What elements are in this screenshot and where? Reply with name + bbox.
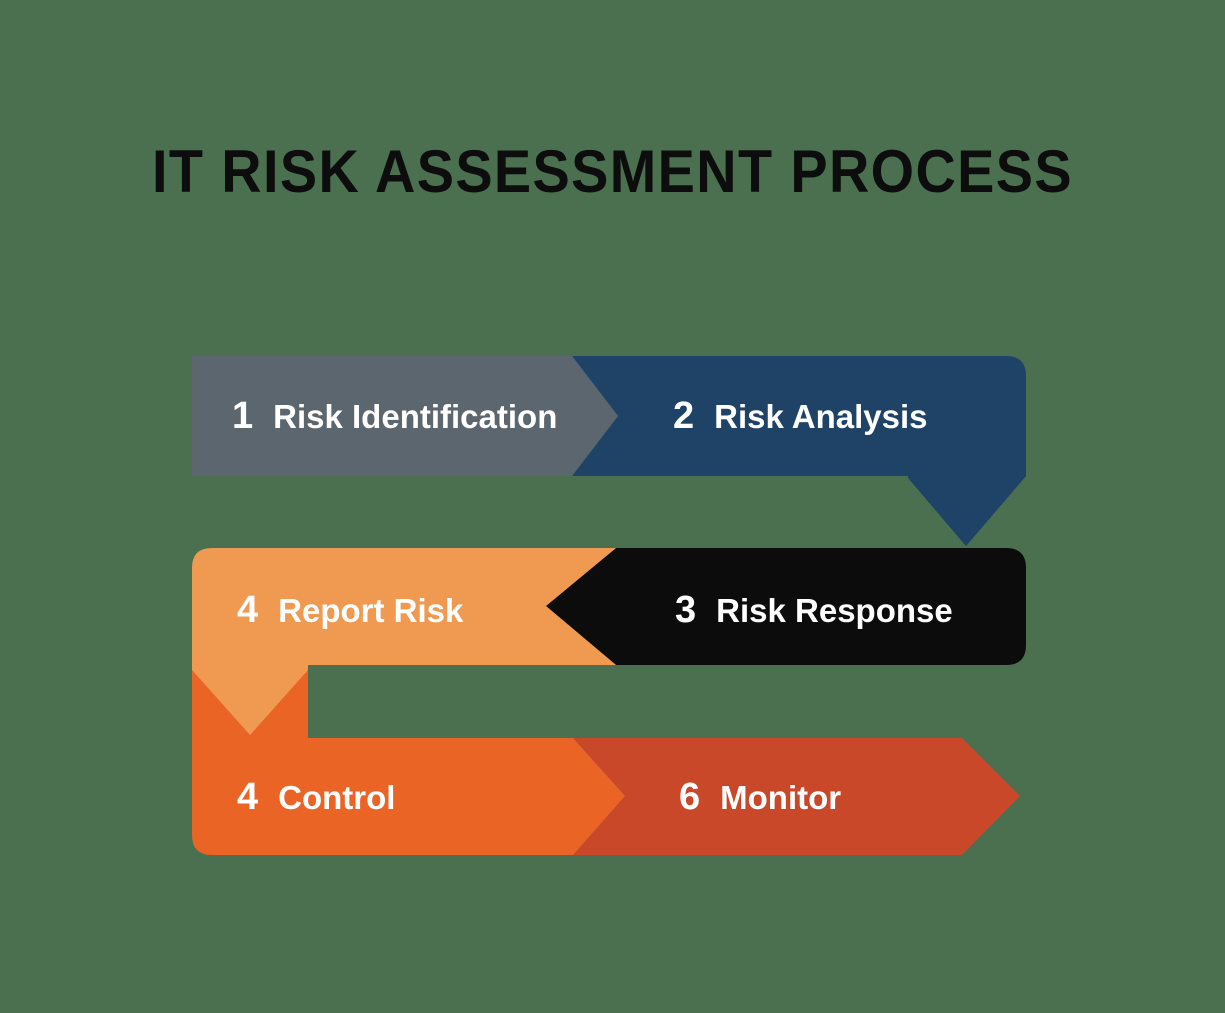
step-shape-report-risk[interactable]	[192, 548, 616, 735]
step-shape-control[interactable]	[192, 670, 625, 855]
step-shape-risk-analysis[interactable]	[572, 356, 1026, 546]
page-title: IT RISK ASSESSMENT PROCESS	[152, 138, 1073, 205]
step-arrow-risk-analysis-down	[908, 476, 1026, 546]
step-shape-risk-identification[interactable]	[192, 356, 618, 476]
step-shape-risk-response[interactable]	[546, 548, 1026, 665]
step-shape-monitor[interactable]	[573, 738, 1020, 855]
step-arrow-report-risk-down	[192, 670, 308, 735]
